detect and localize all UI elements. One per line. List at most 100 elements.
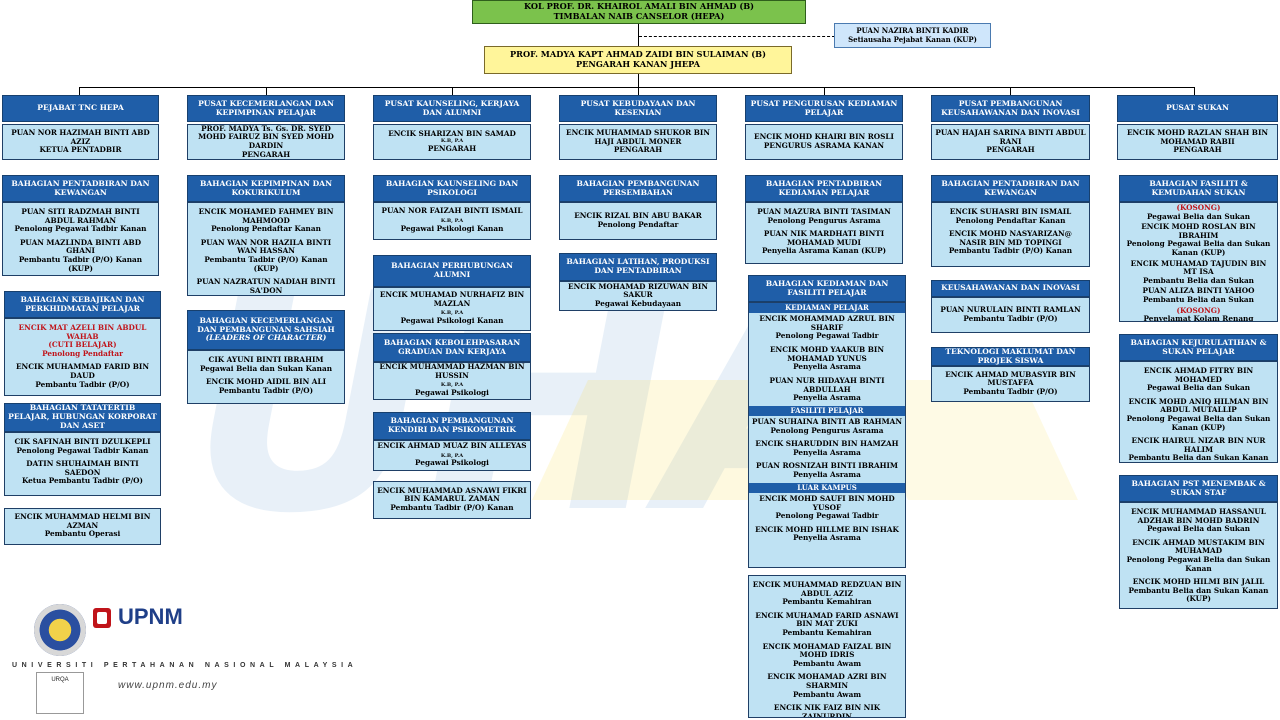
person-role: Penyelia Asrama bbox=[793, 447, 861, 457]
person-role: Penolong Pegawai Tadbir Kanan bbox=[16, 445, 149, 455]
person-role: Pembantu Awam bbox=[792, 658, 862, 668]
person-role: Penolong Pegawai Tadbir Kanan bbox=[14, 224, 147, 234]
person-role: Pembantu Kemahiran bbox=[782, 597, 872, 607]
person-role: Penolong Pegawai Tadbir bbox=[775, 331, 879, 341]
person-name: ENCIK MOHAMAD FAIZAL BIN MOHD IDRIS bbox=[762, 641, 892, 660]
subunit-header: FASILITI PELAJAR bbox=[749, 405, 905, 416]
website-url[interactable]: www.upnm.edu.my bbox=[118, 680, 218, 691]
unit-header-label: BAHAGIAN PENTADBIRAN DAN KEWANGAN bbox=[11, 178, 150, 197]
connector bbox=[452, 87, 453, 95]
person-role: Penolong Pendaftar Kanan bbox=[955, 215, 1066, 225]
col3-head-box: ENCIK SHARIZAN BIN SAMAD K.B, P.A PENGAR… bbox=[373, 124, 531, 160]
person-role: KETUA PENTADBIR bbox=[39, 145, 122, 155]
col7-header-label: PUSAT SUKAN bbox=[1166, 103, 1229, 113]
col1-header-label: PEJABAT TNC HEPA bbox=[37, 103, 124, 113]
vacant-note: (KOSONG) bbox=[1176, 305, 1221, 315]
person-suffix: K.B, P.A bbox=[440, 138, 464, 145]
person-role: Penolong Pengurus Asrama bbox=[770, 425, 884, 435]
person-role: Pembantu Awam bbox=[792, 689, 862, 699]
person-name: PUAN NURULAIN BINTI RAMLAN bbox=[940, 304, 1081, 314]
person-suffix: K.B, P.A bbox=[440, 452, 464, 459]
unit-header-label: BAHAGIAN KECEMERLANGAN DAN PEMBANGUNAN S… bbox=[197, 315, 335, 334]
person-name: ENCIK MOHAMMAD AZRUL BIN SHARIF bbox=[759, 314, 895, 332]
unit-header-label: KEUSAHAWANAN DAN INOVASI bbox=[941, 283, 1080, 293]
person-name: PUAN NAZRATUN NADIAH BINTI SA'DON bbox=[196, 277, 336, 295]
person-role: Pembantu Tadbir (P/O) bbox=[963, 313, 1058, 323]
unit-header-label: BAHAGIAN LATIHAN, PRODUKSI DAN PENTADBIR… bbox=[566, 257, 710, 275]
person-role: PENGARAH bbox=[427, 143, 477, 153]
col3-unit4-header: BAHAGIAN PEMBANGUNAN KENDIRI DAN PSIKOME… bbox=[373, 412, 531, 440]
person-role: Pembantu Tadbir (P/O) bbox=[218, 385, 314, 395]
status-note: (CUTI BELAJAR) bbox=[48, 340, 117, 350]
unit-header-label: BAHAGIAN TATATERTIB PELAJAR, HUBUNGAN KO… bbox=[8, 403, 157, 430]
person-role: Penyelia Asrama bbox=[793, 362, 861, 372]
col2-unit1-header: BAHAGIAN KEPIMPINAN DAN KOKURIKULUM bbox=[187, 175, 345, 202]
person-name: PUAN SUHAINA BINTI AB RAHMAN bbox=[751, 416, 902, 426]
col5-unit1-header: BAHAGIAN PENTADBIRAN KEDIAMAN PELAJAR bbox=[745, 175, 903, 202]
person-suffix: K.B, P.A bbox=[440, 310, 464, 317]
connector bbox=[638, 87, 639, 95]
person-name: ENCIK MUHAMAD NURHAFIZ BIN MAZLAN bbox=[379, 290, 525, 308]
person-name: PUAN WAN NOR HAZILA BINTI WAN HASSAN bbox=[200, 237, 332, 256]
person-role: Pembantu Tadbir (P/O) Kanan bbox=[390, 502, 514, 512]
person-name: ENCIK MOHD ANIQ HILMAN BIN ABDUL MUTALLI… bbox=[1128, 396, 1269, 415]
col1-unit1-header: BAHAGIAN PENTADBIRAN DAN KEWANGAN bbox=[2, 175, 159, 202]
person-role: Ketua Pembantu Tadbir (P/O) bbox=[21, 476, 143, 486]
person-role: Penyelia Asrama Kanan (KUP) bbox=[761, 246, 887, 256]
col5-header-label: PUSAT PENGURUSAN KEDIAMAN PELAJAR bbox=[750, 98, 898, 117]
person-role: Penolong Pegawai Tadbir bbox=[775, 511, 879, 521]
connector bbox=[1194, 87, 1195, 95]
col4-header: PUSAT KEBUDAYAAN DAN KESENIAN bbox=[559, 95, 717, 122]
col6-unit3-header: TEKNOLOGI MAKLUMAT DAN PROJEK SISWA bbox=[931, 347, 1090, 366]
person-name: PROF. MADYA Ts. Gs. DR. SYED MOHD FAIRUZ… bbox=[198, 124, 334, 150]
person-name: ENCIK AHMAD MUAZ BIN ALLEYAS bbox=[377, 440, 527, 450]
staff-entry: ENCIK NIK FAIZ BIN NIK ZAINURDINPembantu… bbox=[752, 703, 902, 717]
connector bbox=[824, 87, 825, 95]
person-role: PENGURUS ASRAMA KANAN bbox=[763, 141, 885, 150]
person-role: Penolong Pendaftar Kanan bbox=[211, 224, 321, 234]
person-name: ENCIK MOHD SAUFI BIN MOHD YUSOF bbox=[759, 493, 895, 512]
person-name: ENCIK MUHAMMAD REDZUAN BIN ABDUL AZIZ bbox=[752, 580, 902, 598]
col7-unit2-header: BAHAGIAN KEJURULATIHAN & SUKAN PELAJAR bbox=[1119, 334, 1278, 361]
col7-head-box: ENCIK MOHD RAZLAN SHAH BIN MOHAMAD RABII… bbox=[1117, 124, 1278, 160]
unit-header-label: BAHAGIAN PENTADBIRAN KEDIAMAN PELAJAR bbox=[765, 178, 883, 197]
person-name: ENCIK MUHAMMAD HELMI BIN AZMAN bbox=[14, 512, 151, 530]
person-name: ENCIK MUHAMMAD ASNAWI FIKRI BIN KAMARUL … bbox=[377, 485, 527, 504]
staff-entry: PUAN NAZRATUN NADIAH BINTI SA'DONPembant… bbox=[191, 277, 341, 295]
person-name: ENCIK AHMAD FITRY BIN MOHAMED bbox=[1143, 366, 1254, 384]
col6-header-label: PUSAT PEMBANGUNAN KEUSAHAWANAN DAN INOVA… bbox=[941, 98, 1080, 117]
staff-entry: ENCIK MUHAMMAD HASSANUL ADZHAR BIN MOHD … bbox=[1123, 507, 1274, 534]
col2-unit2-header: BAHAGIAN KECEMERLANGAN DAN PEMBANGUNAN S… bbox=[187, 310, 345, 350]
person-name: ENCIK HAIRUL NIZAR BIN NUR HALIM bbox=[1131, 436, 1266, 454]
unit-header-label: BAHAGIAN PEMBANGUNAN PERSEMBAHAN bbox=[576, 178, 700, 197]
person-name: ENCIK MOHD HILLME BIN ISHAK bbox=[755, 524, 899, 534]
unit-header-label: BAHAGIAN FASILITI & KEMUDAHAN SUKAN bbox=[1149, 178, 1248, 197]
person-role: Penolong Pengurus Asrama bbox=[767, 215, 881, 225]
col7-unit1-body: (KOSONG)Pegawai Belia dan Sukan ENCIK MO… bbox=[1119, 202, 1278, 322]
person-name: ENCIK SHARIZAN BIN SAMAD bbox=[388, 129, 516, 139]
person-role: Pembantu Kemahiran bbox=[782, 628, 872, 638]
badge-label: URQA bbox=[51, 677, 69, 683]
person-role: Pegawai Psikologi bbox=[415, 458, 489, 468]
